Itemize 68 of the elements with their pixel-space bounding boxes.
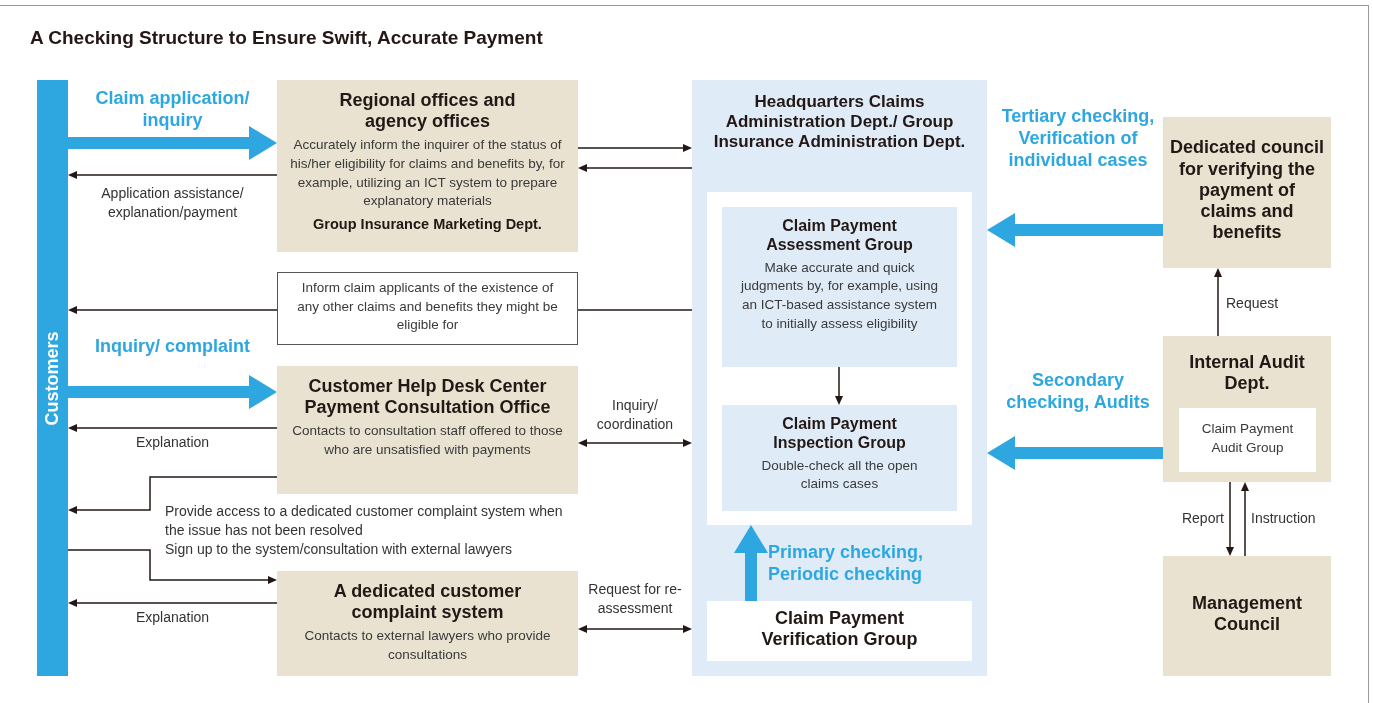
node-heading: A dedicated customer complaint system [332, 581, 523, 624]
arrow [578, 439, 692, 447]
edge-label: Explanation [134, 608, 211, 627]
edge-label: Secondary checking, Audits [1005, 370, 1151, 414]
node-description: Make accurate and quick judgments by, for example, using an ICT-based assistance system to initially assess eligibility [739, 258, 940, 333]
arrow [1226, 481, 1234, 556]
node-description: Inform claim applicants of the existence of any other claims and benefits they might be eligible for [296, 279, 559, 335]
edge-label: Request [1226, 294, 1280, 313]
customers-bar [37, 80, 68, 676]
node-heading: Headquarters Claims Administration Dept./ Group Insurance Administration Dept. [712, 92, 967, 153]
edge-label: Inquiry/ coordination [595, 396, 675, 434]
arrow [1214, 268, 1222, 337]
node-heading: Dedicated council for verifying the payment of claims and benefits [1169, 137, 1325, 244]
edge-label: Claim application/ inquiry [94, 88, 251, 132]
arrow [68, 476, 278, 514]
group-box [722, 405, 957, 511]
node-heading: Regional offices and agency offices [338, 90, 517, 133]
edge-label: Sign up to the system/consultation with external lawyers [165, 540, 514, 559]
node-heading: Customer Help Desk Center Payment Consultation Office [303, 376, 552, 419]
council-box [1163, 117, 1331, 268]
office-box [277, 80, 578, 252]
department-name: Group Insurance Marketing Dept. [313, 215, 542, 232]
edge-label: Primary checking, Periodic checking [768, 542, 925, 586]
headquarters-panel [692, 80, 987, 676]
council-box [1163, 556, 1331, 676]
node-description: Double-check all the open claims cases [760, 456, 919, 494]
edge-label: Explanation [134, 433, 211, 452]
group-panel [707, 192, 972, 525]
edge-label: Provide access to a dedicated customer complaint system when the issue has not been resolved [165, 502, 564, 540]
department-box [1163, 336, 1331, 482]
node-heading: Management Council [1191, 592, 1303, 636]
office-box [277, 366, 578, 494]
edge-label: Instruction [1251, 509, 1317, 528]
edge-label: Request for re-assessment [587, 580, 683, 618]
group-box [1179, 408, 1316, 472]
arrow [68, 306, 278, 314]
arrow [578, 625, 692, 633]
arrow [577, 144, 692, 152]
edge-label: Tertiary checking, Verification of individual cases [1000, 106, 1156, 172]
flow-arrow [987, 436, 1163, 470]
node-heading: Internal Audit Dept. [1188, 352, 1306, 395]
edge-label: Application assistance/ explanation/payment [100, 184, 245, 222]
edge-label: Inquiry/ complaint [94, 336, 251, 358]
node-description: Contacts to consultation staff offered to those who are unsatisfied with payments [291, 422, 564, 460]
node-description: Claim Payment Audit Group [1200, 419, 1295, 457]
flow-arrow [734, 525, 768, 601]
office-box [277, 571, 578, 676]
node-heading: Claim Payment Verification Group [760, 607, 919, 651]
arrow [1241, 482, 1249, 557]
arrow [68, 599, 278, 607]
node-description: Contacts to external lawyers who provide consultations [303, 627, 552, 665]
edge-label: Report [1180, 509, 1224, 528]
node-heading: Claim Payment Inspection Group [772, 415, 907, 453]
group-box [722, 207, 957, 367]
arrow [67, 549, 277, 584]
flow-arrow [987, 213, 1163, 247]
arrow [68, 171, 278, 179]
flow-arrow [68, 375, 277, 409]
node-heading: Claim Payment Assessment Group [765, 217, 914, 255]
arrow [835, 366, 843, 405]
flow-arrow [68, 126, 277, 160]
group-box [707, 601, 972, 661]
info-box [277, 272, 578, 345]
arrow [68, 424, 278, 432]
diagram-title: A Checking Structure to Ensure Swift, Accurate Payment [30, 27, 543, 49]
arrow [578, 164, 693, 172]
node-description: Accurately inform the inquirer of the status of his/her eligibility for claims and benefits by, for example, utilizing an ICT system to prepare explanatory materials [289, 136, 566, 211]
bar-label: Customers [42, 331, 63, 425]
